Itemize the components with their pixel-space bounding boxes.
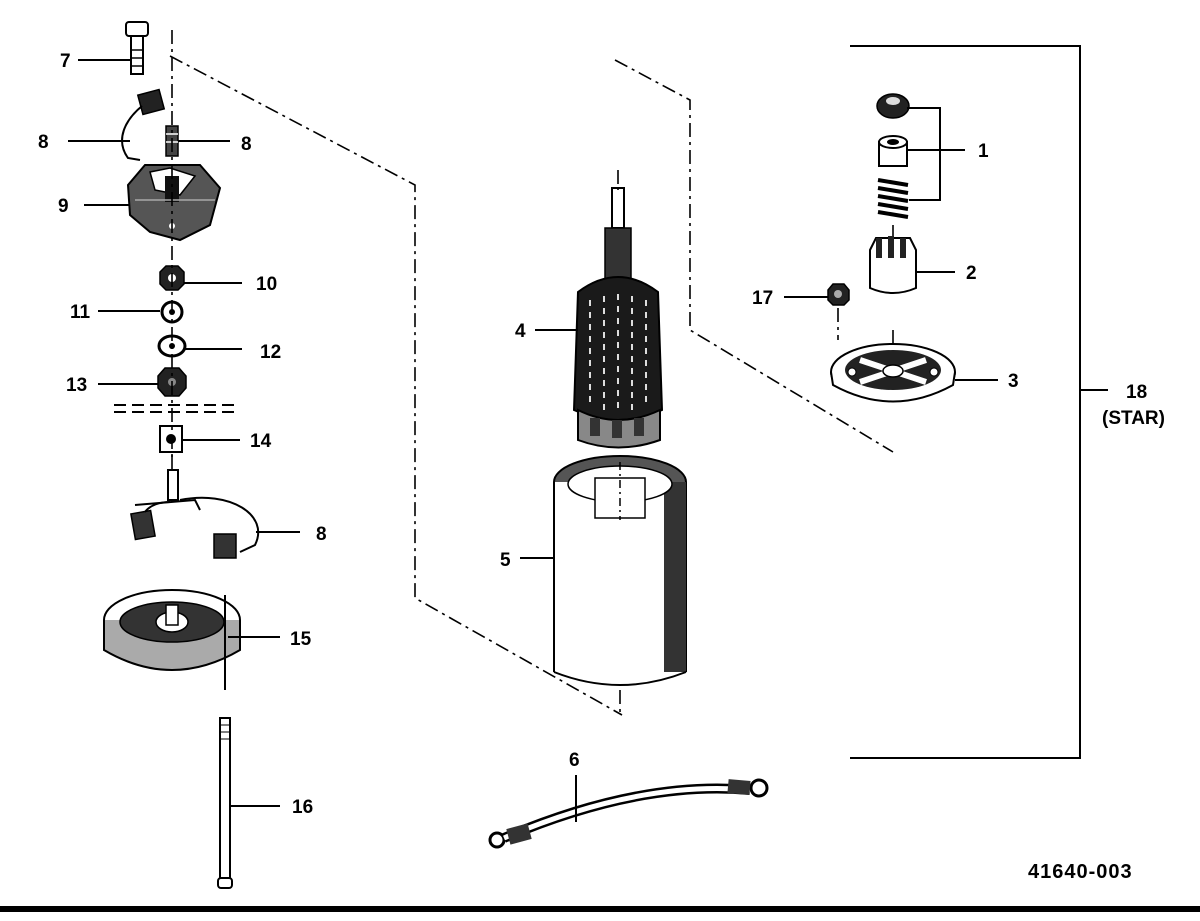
callout-9: 9 — [58, 196, 69, 217]
callout-18: 18 — [1126, 382, 1147, 403]
part-15-end-frame — [103, 589, 241, 690]
callout-8-upper-right: 8 — [241, 134, 252, 155]
callout-6: 6 — [569, 750, 580, 771]
callout-8-upper-left: 8 — [38, 132, 49, 153]
callout-13: 13 — [66, 375, 87, 396]
part-16-through-bolt — [217, 717, 233, 889]
part-17-nut — [827, 283, 850, 306]
alignment-guide-lines — [169, 30, 894, 716]
figure-reference-number: 41640-003 — [1028, 861, 1133, 883]
callout-1: 1 — [978, 141, 989, 162]
leader-lines — [68, 45, 1108, 822]
callout-15: 15 — [290, 629, 312, 650]
part-14-clip — [159, 425, 183, 453]
callout-10: 10 — [256, 274, 277, 295]
part-3-drive-end-head — [830, 343, 956, 403]
callout-18-star: (STAR) — [1102, 408, 1165, 429]
callout-4: 4 — [515, 321, 526, 342]
bottom-rule — [0, 906, 1200, 912]
callout-16: 16 — [292, 797, 313, 818]
callout-3: 3 — [1008, 371, 1019, 392]
callout-7: 7 — [60, 51, 71, 72]
callout-2: 2 — [966, 263, 977, 284]
callout-5: 5 — [500, 550, 511, 571]
part-6-cable — [488, 778, 769, 849]
callout-8-lower: 8 — [316, 524, 327, 545]
part-8-brush-lower — [130, 469, 260, 559]
callout-14: 14 — [250, 431, 272, 452]
callout-labels: 7 8 8 9 10 11 12 13 14 8 15 16 4 5 6 1 2… — [38, 51, 1165, 818]
part-9-brush-holder — [126, 164, 222, 242]
callout-11: 11 — [70, 302, 91, 323]
callout-12: 12 — [260, 342, 281, 363]
part-2-drive-pinion — [869, 236, 917, 294]
part-1-nut-spacer-spring — [876, 93, 910, 219]
part-5-field-frame — [553, 455, 687, 686]
part-7-bolt — [125, 21, 149, 75]
part-8-brush-upper — [121, 88, 179, 161]
callout-17: 17 — [752, 288, 773, 309]
part-4-armature — [572, 187, 664, 449]
